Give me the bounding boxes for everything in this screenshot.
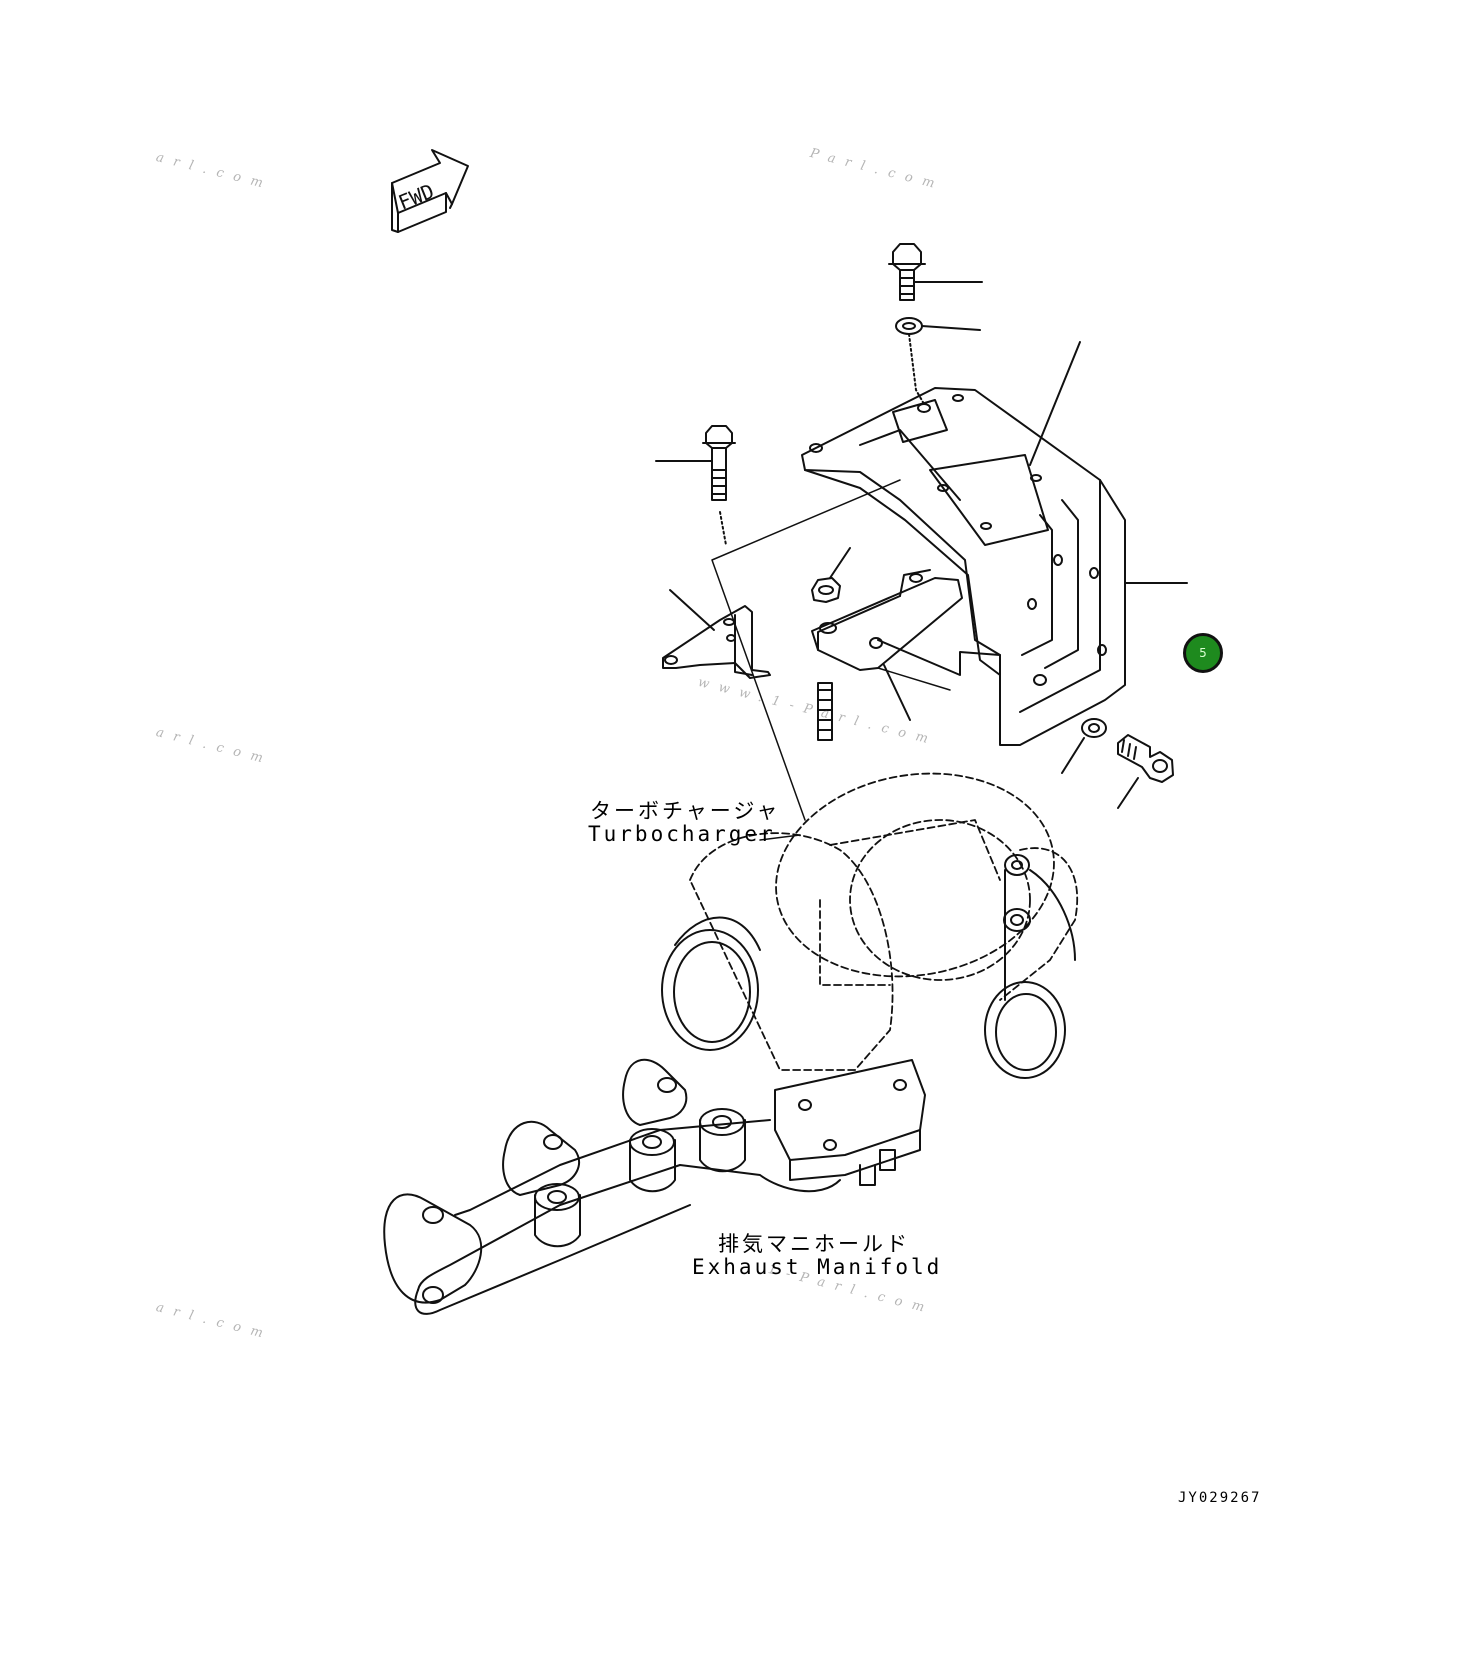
fwd-arrow-icon (391, 149, 469, 233)
turbocharger-label-en: Turbocharger (588, 822, 776, 846)
left-bolt (655, 425, 736, 546)
stud (817, 682, 833, 741)
turbocharger (689, 772, 1079, 1071)
fwd-label: FWD (395, 179, 437, 215)
lower-bolt (1117, 734, 1174, 809)
turbocharger-leader (759, 834, 801, 841)
callout-5[interactable]: 5 (1183, 633, 1223, 673)
leader-lines (711, 479, 951, 821)
turbo-outlet (984, 981, 1066, 1079)
exhaust-manifold (383, 1058, 926, 1315)
arm-bracket (662, 589, 771, 679)
exhaust-manifold-label-jp: 排気マニホールド (718, 1232, 910, 1256)
support-plate (811, 569, 1001, 721)
turbo-bracket (801, 341, 1188, 746)
upper-washer (895, 317, 981, 405)
turbocharger-label-jp: ターボチャージャ (590, 799, 781, 823)
nut (811, 547, 851, 603)
turbo-side-ports (1003, 854, 1076, 1001)
turbo-inlet (661, 916, 761, 1051)
drawing-id: JY029267 (1178, 1490, 1262, 1506)
upper-bolt (888, 243, 983, 301)
lower-washer (1061, 718, 1107, 774)
exhaust-manifold-label-en: Exhaust Manifold (692, 1255, 943, 1279)
